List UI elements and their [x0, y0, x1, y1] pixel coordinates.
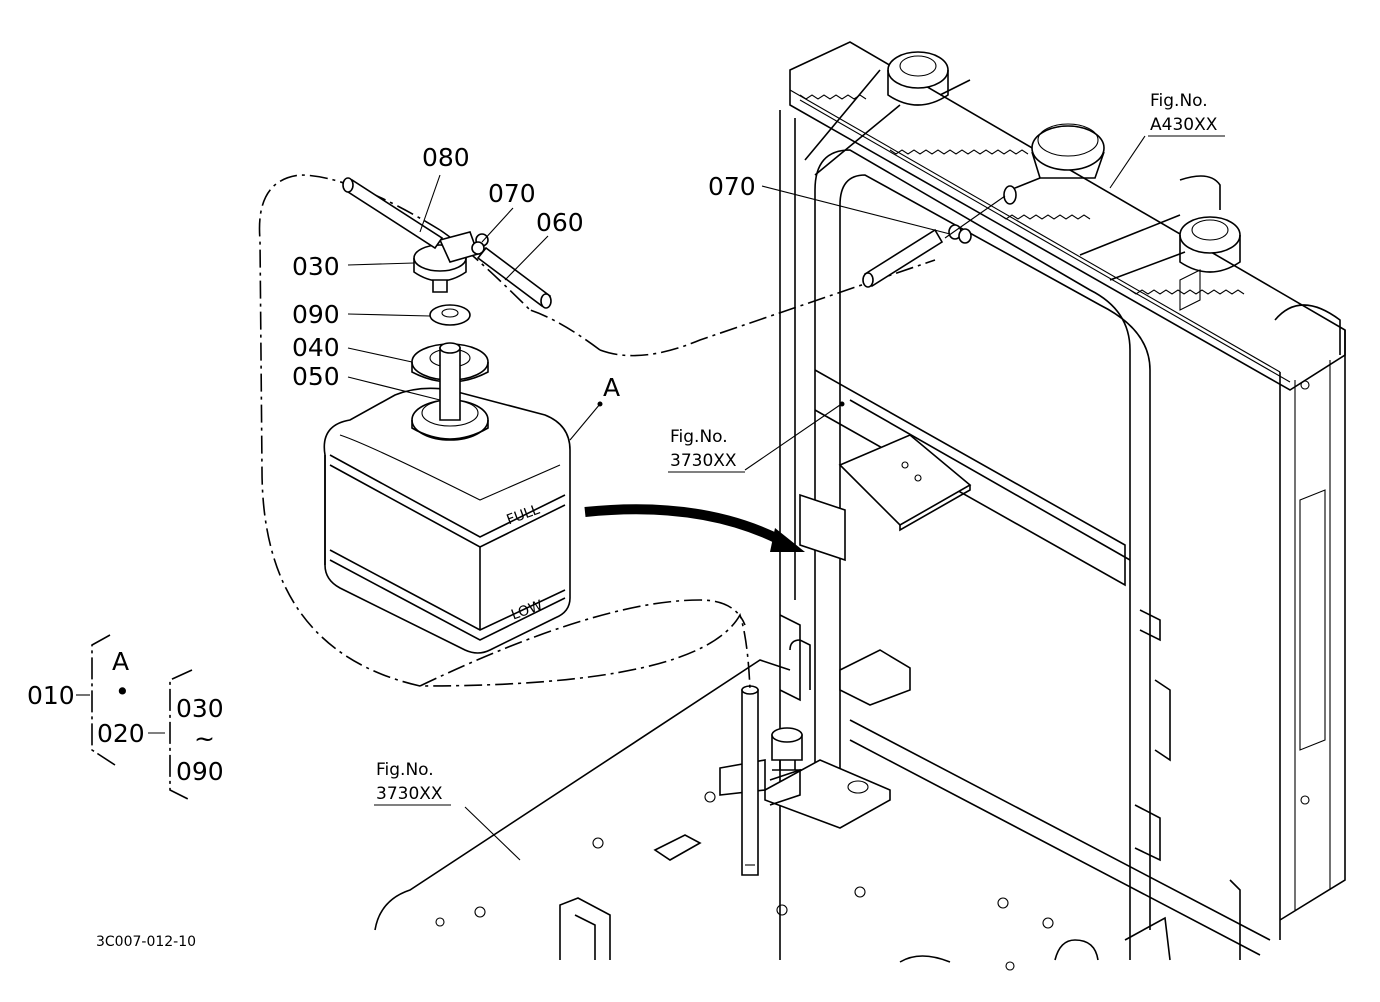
- callout-040: 040: [292, 333, 340, 362]
- callout-060: 060: [536, 208, 584, 237]
- tree-range-start: 030: [176, 694, 224, 723]
- callout-090: 090: [292, 300, 340, 329]
- tree-root-010: 010: [27, 681, 75, 710]
- tree-group-020: 020: [97, 719, 145, 748]
- part-060-hose: [476, 246, 552, 308]
- tree-dot: •: [115, 677, 130, 706]
- assembly-tree: 010 A • 020 030 ~ 090: [27, 634, 224, 801]
- fig-ref-code[interactable]: A430XX: [1150, 115, 1218, 135]
- fig-ref-code[interactable]: 3730XX: [376, 784, 443, 804]
- fig-ref-label: Fig.No.: [1150, 91, 1208, 111]
- part-090-washer: [429, 304, 471, 326]
- tree-range-tilde: ~: [194, 724, 215, 753]
- overflow-hose-end: [863, 228, 944, 288]
- fig-ref-3730xx-lower[interactable]: Fig.No. 3730XX: [374, 760, 451, 806]
- floor-plate: [374, 659, 1099, 971]
- fig-ref-label: Fig.No.: [376, 760, 434, 780]
- leader-lines: [347, 135, 1146, 861]
- part-070-clip-left: [471, 233, 489, 255]
- fig-ref-3730xx-upper[interactable]: Fig.No. 3730XX: [668, 427, 745, 473]
- drain-pipe: [741, 685, 759, 876]
- tree-range-end: 090: [176, 757, 224, 786]
- radiator-assembly: [789, 41, 1346, 940]
- installation-arrow: [584, 504, 805, 552]
- support-frame: [764, 110, 1271, 961]
- part-030-cap: [413, 231, 480, 293]
- reserve-tank: FULL LOW: [323, 387, 571, 654]
- part-070-clip-right: [948, 224, 972, 244]
- tree-group-a: A: [112, 647, 129, 676]
- callout-030: 030: [292, 252, 340, 281]
- suction-pipe: [439, 347, 461, 421]
- detail-marker-a: A: [603, 373, 620, 402]
- part-080-hose: [343, 178, 444, 250]
- detail-boundary: [258, 174, 936, 691]
- callout-050: 050: [292, 362, 340, 391]
- callout-080: 080: [422, 143, 470, 172]
- drawing-code: 3C007-012-10: [96, 934, 196, 950]
- callout-070-left: 070: [488, 179, 536, 208]
- fig-ref-a430xx[interactable]: Fig.No. A430XX: [1148, 91, 1225, 137]
- fig-ref-code[interactable]: 3730XX: [670, 451, 737, 471]
- fig-ref-label: Fig.No.: [670, 427, 728, 447]
- callout-070-right: 070: [708, 172, 756, 201]
